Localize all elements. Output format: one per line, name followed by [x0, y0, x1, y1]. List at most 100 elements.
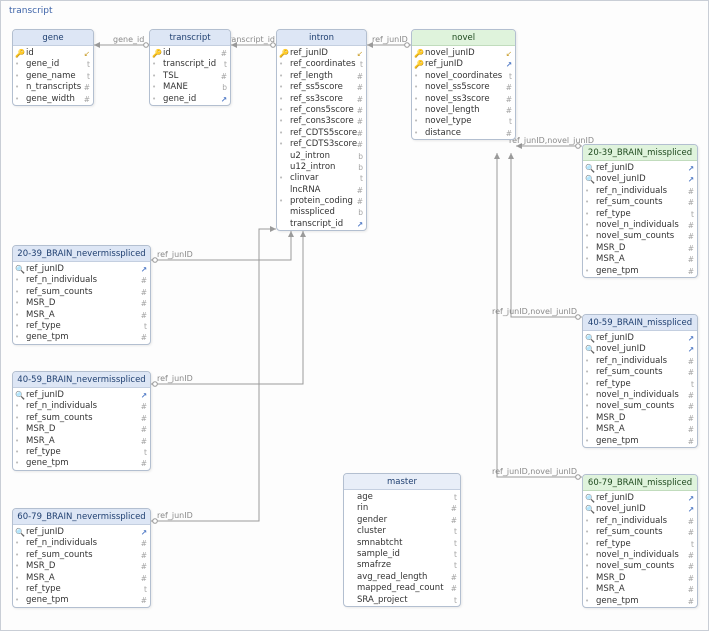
column-row[interactable]: mapped_read_count# — [344, 583, 460, 594]
column-row[interactable]: •ref_n_individuals# — [583, 356, 697, 367]
column-row[interactable]: •novel_length# — [412, 105, 515, 116]
column-row[interactable]: •gene_tpm# — [583, 436, 697, 447]
column-row[interactable]: 🔍novel_junID↗ — [583, 504, 697, 515]
column-row[interactable]: •ref_CDTS5score# — [277, 128, 366, 139]
table-title[interactable]: 60-79_BRAIN_misspliced — [583, 475, 697, 491]
column-row[interactable]: •gene_tpm# — [13, 458, 150, 469]
column-row[interactable]: 🔑ref_junID↙ — [277, 48, 366, 59]
table-title[interactable]: 20-39_BRAIN_misspliced — [583, 145, 697, 161]
column-row[interactable]: •n_transcripts# — [13, 82, 93, 93]
column-row[interactable]: 🔍novel_junID↗ — [583, 174, 697, 185]
column-row[interactable]: •MSR_D# — [13, 298, 150, 309]
column-row[interactable]: •ref_n_individuals# — [583, 186, 697, 197]
column-row[interactable]: •MSR_A# — [13, 436, 150, 447]
column-row[interactable]: 🔍novel_junID↗ — [583, 344, 697, 355]
column-row[interactable]: 🔑id↙ — [13, 48, 93, 59]
table-title[interactable]: 40-59_BRAIN_misspliced — [583, 315, 697, 331]
table-40-59-brain-misspliced[interactable]: 40-59_BRAIN_misspliced 🔍ref_junID↗🔍novel_… — [582, 314, 698, 448]
column-row[interactable]: •ref_sum_counts# — [13, 550, 150, 561]
column-row[interactable]: •novel_ss3score# — [412, 94, 515, 105]
column-row[interactable]: •distance# — [412, 128, 515, 139]
column-row[interactable]: •MSR_D# — [583, 573, 697, 584]
column-row[interactable]: •TSL# — [150, 71, 230, 82]
column-row[interactable]: 🔍ref_junID↗ — [13, 527, 150, 538]
column-row[interactable]: •novel_n_individuals# — [583, 550, 697, 561]
column-row[interactable]: 🔍ref_junID↗ — [13, 390, 150, 401]
column-row[interactable]: 🔑ref_junID↗ — [412, 59, 515, 70]
column-row[interactable]: •ref_n_individuals# — [13, 275, 150, 286]
column-row[interactable]: •ref_ss3score# — [277, 94, 366, 105]
column-row[interactable]: •novel_n_individuals# — [583, 390, 697, 401]
column-row[interactable]: gender# — [344, 515, 460, 526]
table-title[interactable]: transcript — [150, 30, 230, 46]
column-row[interactable]: •MSR_D# — [13, 561, 150, 572]
table-20-39-brain-nevermisspliced[interactable]: 20-39_BRAIN_nevermisspliced🔍ref_junID↗•r… — [12, 245, 151, 345]
table-60-79-brain-nevermisspliced[interactable]: 60-79_BRAIN_nevermisspliced🔍ref_junID↗•r… — [12, 508, 151, 608]
column-row[interactable]: •ref_cons3score# — [277, 116, 366, 127]
column-row[interactable]: 🔍ref_junID↗ — [13, 264, 150, 275]
column-row[interactable]: •novel_ss5score# — [412, 82, 515, 93]
table-40-59-brain-nevermisspliced[interactable]: 40-59_BRAIN_nevermisspliced🔍ref_junID↗•r… — [12, 371, 151, 471]
table-20-39-brain-misspliced[interactable]: 20-39_BRAIN_misspliced 🔍ref_junID↗🔍novel_… — [582, 144, 698, 278]
column-row[interactable]: •MSR_D# — [583, 243, 697, 254]
column-row[interactable]: lncRNA# — [277, 185, 366, 196]
column-row[interactable]: •ref_sum_counts# — [13, 287, 150, 298]
column-row[interactable]: •novel_sum_counts# — [583, 561, 697, 572]
table-novel[interactable]: novel 🔑novel_junID↙🔑ref_junID↗•novel_coor… — [411, 29, 516, 141]
column-row[interactable]: 🔑novel_junID↙ — [412, 48, 515, 59]
column-row[interactable]: •ref_sum_counts# — [583, 197, 697, 208]
column-row[interactable]: transcript_id↗ — [277, 219, 366, 230]
table-title[interactable]: 20-39_BRAIN_nevermisspliced — [13, 246, 150, 262]
column-row[interactable]: •gene_width# — [13, 94, 93, 105]
column-row[interactable]: •MSR_D# — [583, 413, 697, 424]
column-row[interactable]: •novel_sum_counts# — [583, 401, 697, 412]
column-row[interactable]: •gene_tpm# — [583, 266, 697, 277]
column-row[interactable]: •ref_cons5score# — [277, 105, 366, 116]
column-row[interactable]: •ref_sum_counts# — [583, 527, 697, 538]
table-title[interactable]: master — [344, 474, 460, 490]
column-row[interactable]: •ref_length# — [277, 71, 366, 82]
column-row[interactable]: •novel_sum_counts# — [583, 231, 697, 242]
column-row[interactable]: •protein_coding# — [277, 196, 366, 207]
table-title[interactable]: 60-79_BRAIN_nevermisspliced — [13, 509, 150, 525]
column-row[interactable]: •ref_CDTS3score# — [277, 139, 366, 150]
column-row[interactable]: 🔍ref_junID↗ — [583, 163, 697, 174]
table-title[interactable]: intron — [277, 30, 366, 46]
column-row[interactable]: •MSR_A# — [583, 424, 697, 435]
column-row[interactable]: 🔍ref_junID↗ — [583, 333, 697, 344]
column-row[interactable]: •MSR_A# — [13, 573, 150, 584]
table-title[interactable]: gene — [13, 30, 93, 46]
table-title[interactable]: novel — [412, 30, 515, 46]
column-row[interactable]: •MSR_A# — [13, 310, 150, 321]
column-row[interactable]: •ref_sum_counts# — [583, 367, 697, 378]
column-row[interactable]: •ref_n_individuals# — [583, 516, 697, 527]
column-row[interactable]: •gene_tpm# — [13, 595, 150, 606]
column-row[interactable]: •novel_n_individuals# — [583, 220, 697, 231]
column-row[interactable]: •ref_sum_counts# — [13, 413, 150, 424]
column-row[interactable]: •ref_n_individuals# — [13, 538, 150, 549]
table-60-79-brain-misspliced[interactable]: 60-79_BRAIN_misspliced🔍ref_junID↗🔍novel_… — [582, 474, 698, 608]
